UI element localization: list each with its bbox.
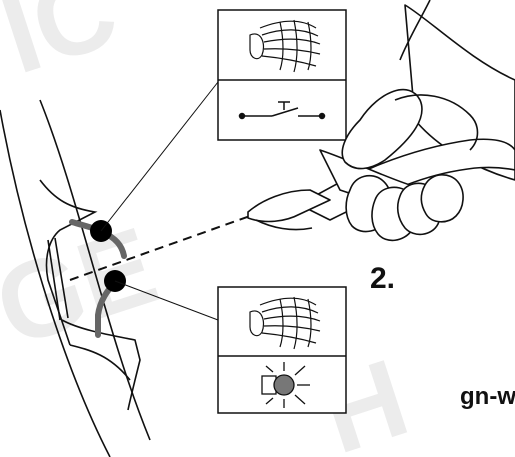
wire-color-label: gn-ws [460, 383, 515, 411]
callout-box-top [218, 10, 346, 140]
step-number: 2. [370, 262, 395, 296]
svg-text:IC: IC [0, 0, 131, 97]
callout-box-bottom [218, 287, 346, 413]
